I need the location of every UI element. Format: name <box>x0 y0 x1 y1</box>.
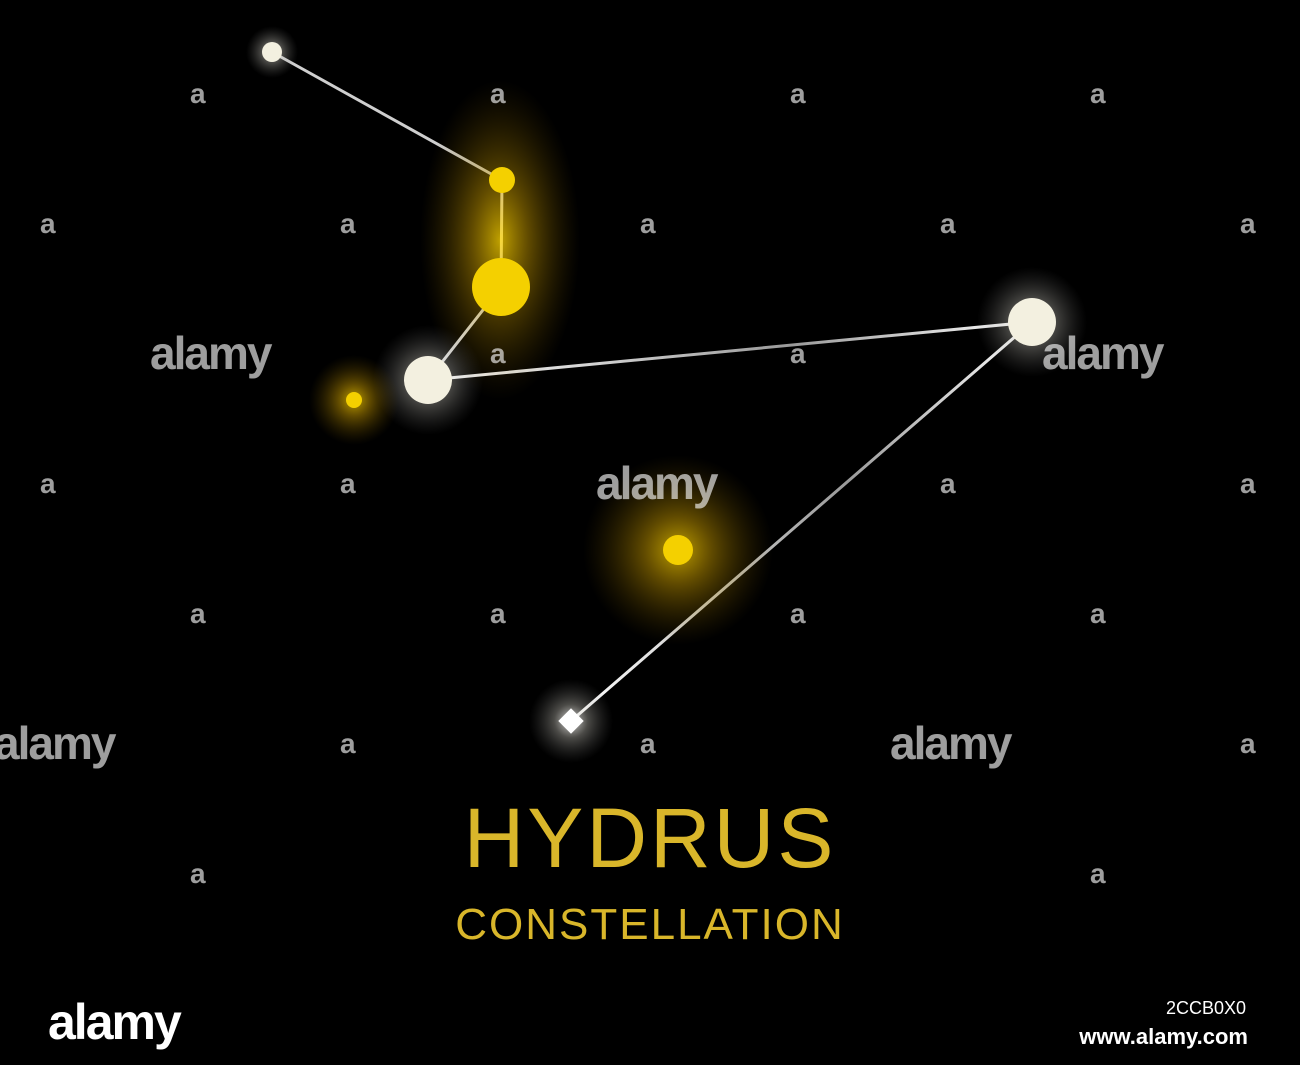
footer-bar <box>0 980 1300 1065</box>
watermark-mark: a <box>790 598 806 629</box>
watermark-brand: alamy <box>1042 327 1164 379</box>
watermark-mark: a <box>1240 468 1256 499</box>
watermark-mark: a <box>1090 858 1106 889</box>
watermark-mark: a <box>940 208 956 239</box>
watermark-mark: a <box>640 728 656 759</box>
star-yellow-large <box>472 258 530 316</box>
watermark-mark: a <box>340 208 356 239</box>
star-yellow-tiny <box>346 392 362 408</box>
watermark-brand: alamy <box>150 327 272 379</box>
watermark-mark: a <box>340 468 356 499</box>
watermark-mark: a <box>790 338 806 369</box>
watermark-mark: a <box>40 468 56 499</box>
watermark-mark: a <box>640 208 656 239</box>
watermark-brand: alamy <box>596 457 718 509</box>
watermark-brand: alamy <box>0 717 116 769</box>
watermark-mark: a <box>1240 208 1256 239</box>
constellation-subtitle: CONSTELLATION <box>455 900 845 949</box>
watermark-mark: a <box>1090 78 1106 109</box>
image-id: 2CCB0X0 <box>1165 998 1246 1018</box>
watermark-mark: a <box>190 598 206 629</box>
watermark-brand: alamy <box>890 717 1012 769</box>
watermark-mark: a <box>190 78 206 109</box>
star-yellow-medium <box>489 167 515 193</box>
watermark-mark: a <box>340 728 356 759</box>
watermark-mark: a <box>940 468 956 499</box>
site-url: www.alamy.com <box>1079 1024 1248 1049</box>
watermark-mark: a <box>490 338 506 369</box>
watermark-mark: a <box>1240 728 1256 759</box>
constellation-name: HYDRUS <box>463 791 837 885</box>
star-white-small <box>262 42 282 62</box>
star-yellow-isolated <box>663 535 693 565</box>
watermark-mark: a <box>190 858 206 889</box>
watermark-mark: a <box>1090 598 1106 629</box>
watermark-mark: a <box>490 78 506 109</box>
alamy-logo: alamy <box>48 994 182 1050</box>
line-star5-star6 <box>569 320 1034 723</box>
watermark-mark: a <box>790 78 806 109</box>
watermark-mark: a <box>40 208 56 239</box>
star-white-bright <box>1008 298 1056 346</box>
stars <box>262 42 1056 734</box>
star-white-large <box>404 356 452 404</box>
watermark-mark: a <box>490 598 506 629</box>
star-white-diamond <box>558 708 584 734</box>
